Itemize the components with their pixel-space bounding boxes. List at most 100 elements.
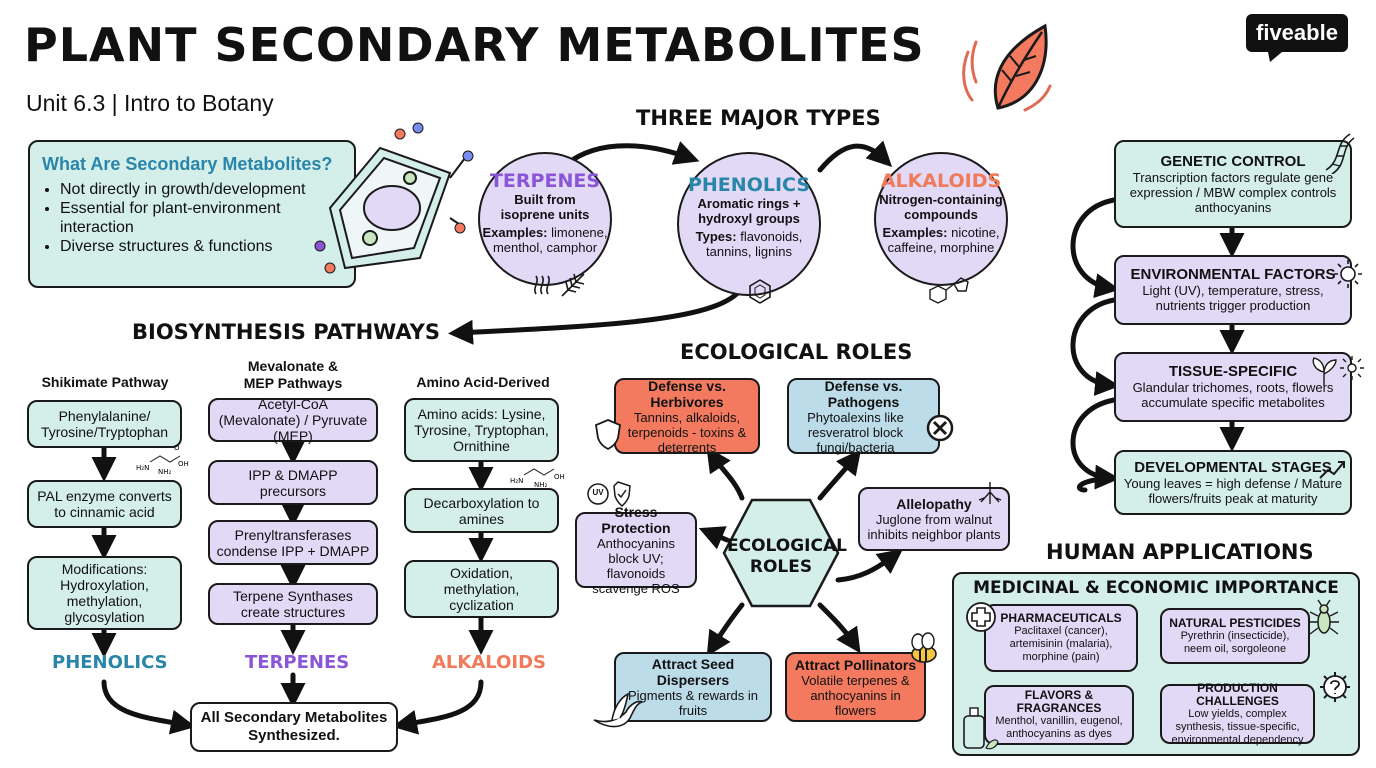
reg-text: Young leaves = high defense / Mature flo… — [1123, 475, 1343, 506]
amino-step-3[interactable]: Oxidation, methylation, cyclization — [404, 560, 559, 618]
reg-text: Glandular trichomes, roots, flowers accu… — [1132, 380, 1334, 410]
human-panel-title: MEDICINAL & ECONOMIC IMPORTANCE — [973, 578, 1339, 598]
trend-up-icon — [1319, 461, 1345, 479]
phenolics-circle[interactable]: PHENOLICS Aromatic rings + hydroxyl grou… — [677, 152, 821, 296]
alkaloids-desc-1: Nitrogen-containing — [879, 192, 1003, 207]
terpenes-title: TERPENES — [489, 170, 601, 192]
biosynthesis-heading: BIOSYNTHESIS PATHWAYS — [132, 320, 440, 344]
role-herbivores[interactable]: Defense vs. Herbivores Tannins, alkaloid… — [614, 377, 760, 455]
role-title: Defense vs. Pathogens — [824, 377, 903, 410]
human-pharma[interactable]: PHARMACEUTICALS Paclitaxel (cancer), art… — [984, 604, 1138, 672]
reg-title: TISSUE-SPECIFIC — [1168, 363, 1298, 380]
terpenes-ex-1: limonene, — [551, 225, 608, 240]
list-item: Diverse structures & functions — [60, 237, 342, 256]
amino-step-2[interactable]: Decarboxylation to amines — [404, 488, 559, 533]
steam-fern-icon — [534, 273, 585, 297]
chem-label: OH — [554, 473, 565, 481]
dna-icon — [1325, 133, 1355, 174]
reg-environmental[interactable]: ENVIRONMENTAL FACTORS Light (UV), temper… — [1114, 255, 1352, 325]
role-pathogens[interactable]: Defense vs. Pathogens Phytoalexins like … — [787, 377, 940, 455]
human-pesticides[interactable]: NATURAL PESTICIDES Pyrethrin (insecticid… — [1160, 608, 1310, 664]
reg-tissue[interactable]: TISSUE-SPECIFIC Glandular trichomes, roo… — [1114, 352, 1352, 422]
alkaloids-ex-1: nicotine, — [951, 225, 1000, 240]
bee-icon — [911, 632, 937, 663]
final-box[interactable]: All Secondary Metabolites Synthesized. — [190, 702, 398, 752]
human-title: PRODUCTION CHALLENGES — [1196, 680, 1279, 708]
shikimate-step-2[interactable]: PAL enzyme converts to cinnamic acid — [27, 480, 182, 528]
mevalonate-step-1[interactable]: Acetyl-CoA (Mevalonate) / Pyruvate (MEP) — [208, 396, 378, 444]
human-heading: HUMAN APPLICATIONS — [1046, 540, 1314, 564]
mevalonate-step-3[interactable]: Prenyltransferases condense IPP + DMAPP — [208, 520, 378, 565]
plant-cell-icon — [314, 122, 474, 274]
insect-icon — [1309, 599, 1339, 635]
list-item: Not directly in growth/development — [60, 180, 342, 199]
role-dispersers[interactable]: Attract Seed Dispersers Pigments & rewar… — [614, 652, 772, 722]
alkaloids-ex-2: caffeine, morphine — [887, 240, 995, 255]
reg-genetic[interactable]: GENETIC CONTROL Transcription factors re… — [1114, 140, 1352, 228]
shikimate-output: PHENOLICS — [52, 652, 168, 673]
terpenes-ex-2: menthol, camphor — [492, 240, 598, 255]
shield-icon — [595, 419, 621, 450]
ecological-heading: ECOLOGICAL ROLES — [680, 340, 913, 364]
reg-text: Light (UV), temperature, stress, nutrien… — [1142, 283, 1324, 313]
sprout-flower-icon — [1312, 356, 1364, 386]
perfume-bottle-icon — [963, 707, 999, 750]
amino-acid-structure-icon-2: H₂N OH NH₂ — [510, 468, 565, 489]
mevalonate-heading-1: Mevalonate & — [247, 358, 339, 374]
nicotine-structure-icon — [929, 277, 969, 304]
role-title: Attract Seed Dispersers — [651, 656, 735, 688]
mevalonate-heading-2: MEP Pathways — [243, 375, 343, 391]
phenolics-ex-2: tannins, lignins — [706, 244, 792, 259]
alkaloids-circle[interactable]: ALKALOIDS Nitrogen-containing compounds … — [874, 152, 1008, 286]
medical-cross-icon — [966, 602, 996, 632]
amino-output: ALKALOIDS — [432, 652, 547, 673]
mevalonate-step-4[interactable]: Terpene Synthases create structures — [208, 583, 378, 625]
terpenes-desc-1: Built from — [514, 192, 576, 207]
amino-step-1[interactable]: Amino acids: Lysine, Tyrosine, Tryptopha… — [404, 398, 559, 462]
what-are-list: Not directly in growth/development Essen… — [42, 180, 342, 256]
role-text: Anthocyanins block UV; flavonoids scaven… — [592, 536, 680, 596]
phenolics-ex-1: flavonoids, — [740, 229, 803, 244]
chem-label: NH₂ — [158, 468, 172, 476]
phenolics-desc-2: hydroxyl groups — [698, 211, 800, 226]
alkaloids-title: ALKALOIDS — [880, 170, 1002, 192]
shikimate-heading: Shikimate Pathway — [41, 374, 169, 390]
three-types-heading: THREE MAJOR TYPES — [636, 106, 881, 130]
human-text: Menthol, vanillin, eugenol, anthocyanins… — [995, 715, 1123, 740]
reg-title: DEVELOPMENTAL STAGES — [1134, 458, 1332, 476]
prohibit-icon — [926, 414, 954, 442]
chem-label: NH₂ — [534, 481, 548, 489]
what-are-heading: What Are Secondary Metabolites? — [42, 154, 333, 174]
reg-developmental[interactable]: DEVELOPMENTAL STAGES Young leaves = high… — [1114, 450, 1352, 515]
role-text: Juglone from walnut inhibits neighbor pl… — [867, 512, 1001, 542]
role-stress[interactable]: Stress Protection Anthocyanins block UV;… — [575, 504, 697, 596]
human-title: FLAVORS & FRAGRANCES — [1016, 688, 1102, 715]
mevalonate-step-2[interactable]: IPP & DMAPP precursors — [208, 460, 378, 505]
mevalonate-output: TERPENES — [245, 652, 350, 673]
brand-logo: fiveable — [1246, 14, 1348, 52]
list-item: Essential for plant-environment interact… — [60, 199, 342, 237]
bird-icon — [593, 692, 645, 728]
reg-title: ENVIRONMENTAL FACTORS — [1130, 266, 1336, 283]
terpenes-desc-2: isoprene units — [500, 207, 590, 222]
uv-shield-icon — [587, 481, 631, 508]
role-pollinators[interactable]: Attract Pollinators Volatile terpenes & … — [785, 652, 926, 722]
role-text: Tannins, alkaloids, terpenoids - toxins … — [627, 409, 747, 455]
role-text: Phytoalexins like resveratrol block fung… — [807, 409, 904, 455]
phenolics-desc-1: Aromatic rings + — [697, 196, 801, 211]
mevalonate-heading: Mevalonate & MEP Pathways — [222, 358, 364, 392]
shikimate-step-1[interactable]: Phenylalanine/ Tyrosine/Tryptophan — [27, 400, 182, 448]
gear-question-icon — [1320, 672, 1350, 702]
amino-acid-structure-icon: H₂N OH NH₂ O — [136, 444, 189, 476]
human-text: Paclitaxel (cancer), artemisinin (malari… — [1009, 625, 1113, 663]
ecological-hexagon — [722, 498, 840, 608]
human-flavors[interactable]: FLAVORS & FRAGRANCES Menthol, vanillin, … — [984, 685, 1134, 745]
human-challenges[interactable]: PRODUCTION CHALLENGES Low yields, comple… — [1160, 680, 1315, 746]
amino-heading: Amino Acid-Derived — [416, 374, 550, 390]
role-title: Stress Protection — [601, 504, 671, 536]
shikimate-step-3[interactable]: Modifications: Hydroxylation, methylatio… — [27, 556, 182, 630]
role-title: Defense vs. Herbivores — [648, 377, 726, 410]
terpenes-circle[interactable]: TERPENES Built from isoprene units Examp… — [478, 152, 612, 286]
reg-text: Transcription factors regulate gene expr… — [1129, 169, 1337, 215]
